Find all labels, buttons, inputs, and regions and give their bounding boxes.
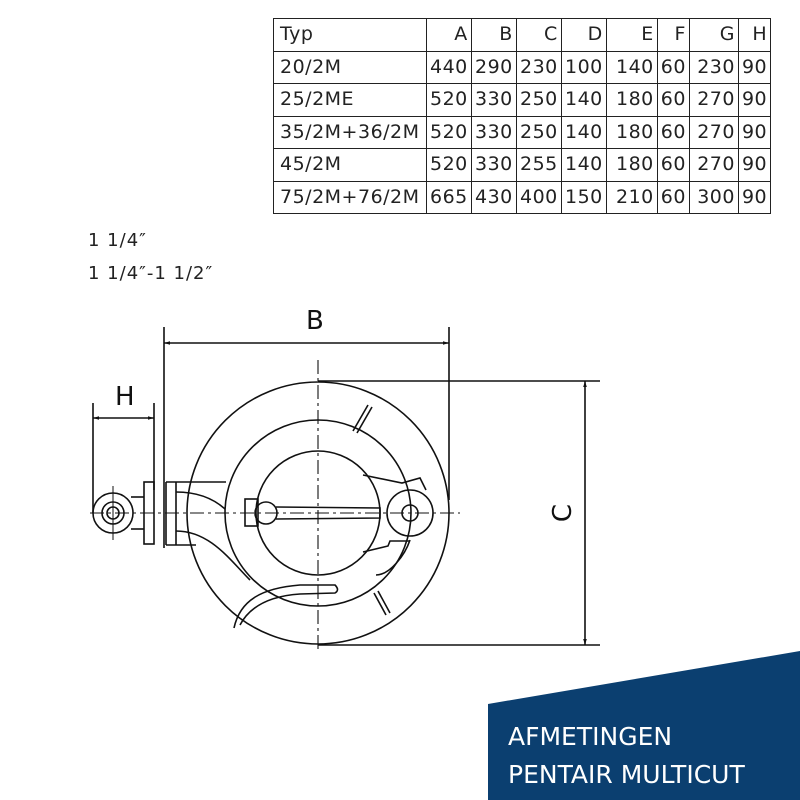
cell-a: 520 xyxy=(426,115,472,149)
cell-e: 180 xyxy=(605,83,658,117)
cell-h: 90 xyxy=(737,83,772,117)
cell-b: 430 xyxy=(470,180,517,214)
header-f: F xyxy=(656,18,690,52)
cable-hook xyxy=(233,539,411,629)
dimension-h xyxy=(92,403,155,513)
cell-f: 60 xyxy=(656,50,690,84)
dimensions-table: Typ A B C D E F G H 20/2M 440 290 230 10… xyxy=(273,18,772,214)
cell-typ: 75/2M+76/2M xyxy=(273,180,427,214)
header-a: A xyxy=(426,18,472,52)
table-row: 45/2M 520 330 255 140 180 60 270 90 xyxy=(273,148,772,182)
cell-g: 270 xyxy=(688,83,739,117)
cell-e: 210 xyxy=(605,180,658,214)
header-typ: Typ xyxy=(273,18,427,52)
cell-typ: 20/2M xyxy=(273,50,427,84)
knife-bar xyxy=(244,498,381,527)
table-row: 75/2M+76/2M 665 430 400 150 210 60 300 9… xyxy=(273,180,772,214)
cell-g: 300 xyxy=(688,180,739,214)
centre-lines xyxy=(90,360,460,652)
cell-a: 665 xyxy=(426,180,472,214)
cell-c: 255 xyxy=(515,148,562,182)
cell-d: 140 xyxy=(560,148,607,182)
left-arm xyxy=(165,481,251,581)
cell-typ: 25/2ME xyxy=(273,83,427,117)
cell-c: 230 xyxy=(515,50,562,84)
cell-f: 60 xyxy=(656,180,690,214)
cell-h: 90 xyxy=(737,180,772,214)
cell-c: 250 xyxy=(515,115,562,149)
thread-size-1: 1 1/4″ xyxy=(88,230,147,251)
cell-b: 330 xyxy=(470,115,517,149)
cell-g: 230 xyxy=(688,50,739,84)
header-g: G xyxy=(688,18,739,52)
thread-size-2: 1 1/4″-1 1/2″ xyxy=(88,263,214,284)
dimension-b xyxy=(163,327,450,548)
cell-h: 90 xyxy=(737,115,772,149)
pivot-eye xyxy=(362,474,434,553)
dimension-label-b: B xyxy=(306,306,324,336)
dimension-c xyxy=(318,380,600,646)
table-header-row: Typ A B C D E F G H xyxy=(273,18,772,52)
cell-g: 270 xyxy=(688,115,739,149)
banner-title-line2: PENTAIR MULTICUT xyxy=(508,760,745,789)
dimension-label-c: C xyxy=(548,504,578,522)
cell-h: 90 xyxy=(737,50,772,84)
cell-h: 90 xyxy=(737,148,772,182)
cell-c: 250 xyxy=(515,83,562,117)
cell-f: 60 xyxy=(656,148,690,182)
dimension-label-h: H xyxy=(115,382,135,412)
dimension-label-c-text: C xyxy=(548,503,579,523)
cell-a: 520 xyxy=(426,83,472,117)
cell-a: 520 xyxy=(426,148,472,182)
flange xyxy=(131,481,155,545)
cell-e: 180 xyxy=(605,148,658,182)
cell-c: 400 xyxy=(515,180,562,214)
cell-g: 270 xyxy=(688,148,739,182)
cell-d: 100 xyxy=(560,50,607,84)
header-c: C xyxy=(515,18,562,52)
cell-b: 290 xyxy=(470,50,517,84)
left-eye xyxy=(92,486,134,540)
banner-title-line1: AFMETINGEN xyxy=(508,722,673,751)
